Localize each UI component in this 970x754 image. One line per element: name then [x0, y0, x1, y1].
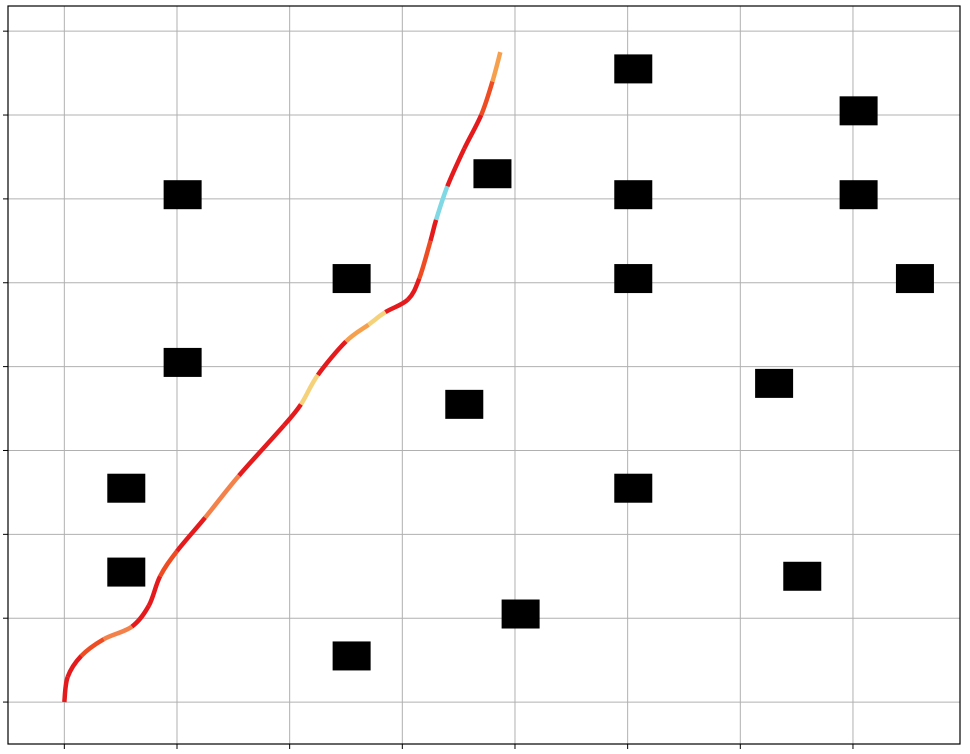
path-segment-5 — [146, 575, 163, 607]
path-segment-10 — [282, 403, 303, 427]
obstacle-5 — [332, 264, 371, 294]
path-segment-22 — [479, 80, 495, 116]
path-segment-8 — [203, 474, 241, 519]
obstacle-3 — [163, 180, 202, 210]
plot-frame — [7, 5, 961, 745]
obstacle-11 — [614, 180, 653, 210]
path-segment-11 — [299, 373, 320, 406]
path-segment-19 — [433, 185, 450, 221]
obstacle-9 — [614, 473, 653, 503]
path-segment-1 — [65, 654, 83, 678]
obstacle-12 — [614, 54, 653, 84]
obstacle-6 — [445, 389, 484, 419]
obstacle-8 — [501, 599, 540, 629]
trajectory-path — [62, 51, 503, 703]
obstacle-13 — [755, 368, 794, 398]
path-segment-16 — [406, 277, 422, 302]
obstacle-14 — [783, 561, 822, 591]
obstacle-7 — [473, 159, 512, 189]
path-segment-14 — [367, 310, 387, 327]
path-segment-21 — [462, 114, 484, 150]
path-segment-9 — [237, 423, 286, 478]
obstacle-2 — [163, 347, 202, 377]
path-segment-17 — [417, 240, 433, 280]
obstacle-17 — [895, 264, 934, 294]
path-segment-18 — [428, 219, 439, 242]
path-segment-3 — [102, 624, 134, 642]
obstacle-16 — [839, 96, 878, 126]
obstacle-4 — [332, 641, 371, 671]
path-segment-12 — [315, 339, 348, 377]
obstacle-layer — [107, 54, 934, 671]
path-segment-0 — [62, 676, 70, 703]
path-segment-2 — [79, 637, 105, 658]
obstacle-10 — [614, 264, 653, 294]
obstacle-1 — [107, 473, 146, 503]
path-segment-20 — [445, 147, 467, 188]
path-segment-15 — [384, 297, 410, 315]
path-segment-4 — [130, 604, 151, 629]
path-segment-23 — [490, 51, 503, 83]
axis-ticks — [3, 30, 854, 749]
grid — [8, 6, 960, 744]
path-segment-6 — [158, 549, 179, 578]
path-segment-7 — [175, 516, 207, 553]
obstacle-15 — [839, 180, 878, 210]
path-segment-13 — [344, 322, 370, 344]
obstacle-0 — [107, 557, 146, 587]
